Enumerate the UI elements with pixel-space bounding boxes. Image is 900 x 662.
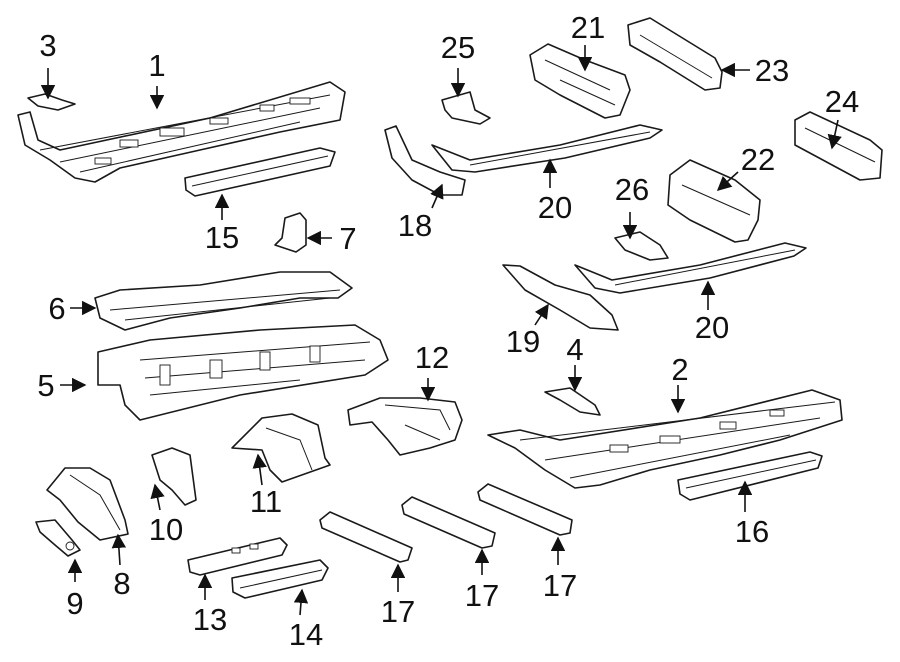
part-8-bracket — [46, 467, 129, 541]
leader-19 — [534, 303, 549, 326]
callout-15: 15 — [205, 220, 239, 255]
callout-22: 22 — [741, 142, 775, 177]
part-19-bracket — [502, 264, 619, 331]
part-15-rail — [184, 147, 336, 197]
part-21-crossmember — [529, 43, 631, 119]
callout-17-b: 17 — [465, 578, 499, 613]
callout-18: 18 — [398, 208, 432, 243]
callout-3: 3 — [39, 28, 56, 63]
part-26-bracket — [614, 231, 669, 261]
callout-24: 24 — [825, 84, 859, 119]
part-18-bracket — [384, 125, 466, 196]
part-20-rail-upper — [431, 124, 663, 173]
part-2-floor-pan — [487, 389, 843, 489]
callout-20-upper: 20 — [538, 190, 572, 225]
part-14-rail — [231, 559, 329, 599]
leader-10 — [150, 483, 165, 511]
part-6-tunnel-upper — [94, 271, 353, 331]
part-1-floor-pan — [17, 81, 346, 183]
callout-8: 8 — [113, 566, 130, 601]
callout-20-lower: 20 — [695, 310, 729, 345]
callout-13: 13 — [193, 602, 227, 637]
callout-17-a: 17 — [381, 594, 415, 629]
callout-12: 12 — [415, 340, 449, 375]
callout-4: 4 — [566, 332, 583, 367]
part-3-bracket — [27, 93, 76, 111]
part-9-bracket — [35, 519, 81, 557]
callout-1: 1 — [148, 48, 165, 83]
leader-18 — [430, 183, 444, 209]
part-11-brace — [231, 413, 331, 483]
callout-26: 26 — [615, 172, 649, 207]
part-20-rail-lower — [574, 242, 807, 294]
callout-2: 2 — [671, 352, 688, 387]
callout-9: 9 — [66, 586, 83, 621]
callout-19: 19 — [506, 324, 540, 359]
part-23-crossmember — [627, 17, 723, 91]
leader-8 — [111, 533, 127, 566]
callout-17-c: 17 — [543, 568, 577, 603]
callout-21: 21 — [571, 10, 605, 45]
part-4-bracket — [544, 387, 601, 416]
callout-7: 7 — [339, 221, 356, 256]
part-17-crossmember-a — [319, 511, 413, 563]
leader-11 — [252, 453, 267, 486]
part-13-reinforcement — [187, 537, 288, 576]
part-12-bracket — [347, 397, 463, 456]
leader-lines — [40, 45, 842, 616]
callout-25: 25 — [441, 30, 475, 65]
callout-23: 23 — [755, 53, 789, 88]
part-17-crossmember-b — [401, 496, 496, 549]
leader-22 — [716, 171, 739, 191]
part-24-crossmember — [794, 111, 883, 181]
callout-10: 10 — [149, 512, 183, 547]
callout-6: 6 — [48, 291, 65, 326]
callout-16: 16 — [735, 514, 769, 549]
callout-11: 11 — [250, 484, 282, 519]
callout-labels: 3 1 15 7 6 5 12 10 11 8 9 13 14 17 17 17… — [37, 10, 859, 652]
part-22-crossmember — [667, 159, 761, 243]
part-7-brace — [274, 212, 307, 253]
leader-14 — [293, 588, 309, 616]
part-17-crossmember-c — [477, 483, 573, 536]
callout-5: 5 — [37, 368, 54, 403]
part-5-floor-tunnel — [97, 324, 389, 421]
part-25-bracket — [441, 91, 491, 125]
leader-24 — [827, 119, 842, 150]
part-16-rail — [677, 451, 823, 501]
part-10-bracket — [151, 447, 197, 506]
callout-14: 14 — [289, 617, 323, 652]
